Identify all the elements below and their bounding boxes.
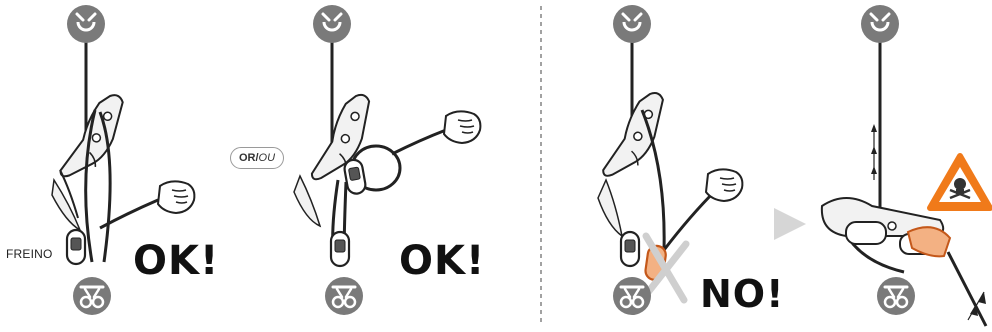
brake-rope [948,252,986,326]
carabiner [621,232,639,266]
ok-label: OK! [133,238,219,284]
carabiner [331,232,349,266]
panel-4 [822,5,990,326]
no-label: NO! [700,272,784,316]
or-badge: OR/OU [230,147,284,169]
belay-device [602,85,666,186]
anchor-icon [613,5,651,43]
harness-icon [877,277,915,315]
anchor-icon [67,5,105,43]
hand-icon [706,169,742,201]
danger-skull-icon [930,156,990,208]
brake-rope [392,130,446,154]
harness-icon [613,277,651,315]
brake-rope [664,190,716,250]
anchor-icon [861,5,899,43]
panel-3 [598,5,742,315]
harness-icon [73,277,111,315]
belay-device [59,86,126,187]
hand-icon [444,111,480,143]
next-arrow-icon [774,208,806,240]
carabiner [67,230,85,264]
ou-label: OU [259,152,276,164]
harness-icon [325,277,363,315]
anchor-icon [313,5,351,43]
ok-label: OK! [399,238,485,284]
or-label: OR [239,152,256,164]
hand-icon [158,181,194,213]
brake-label: FREINO [6,247,53,261]
